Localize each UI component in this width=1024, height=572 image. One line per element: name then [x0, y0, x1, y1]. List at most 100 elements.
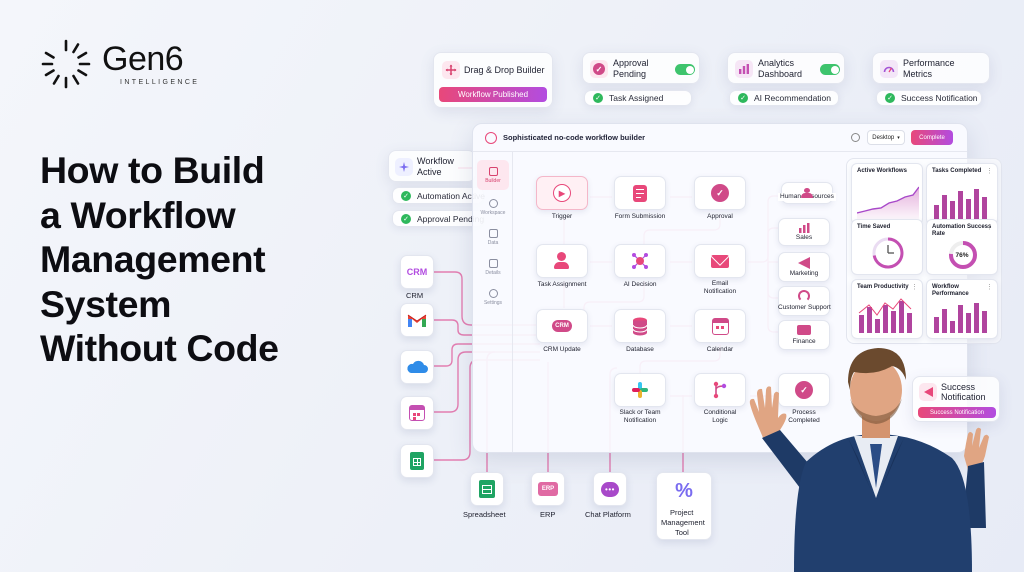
department-label: Marketing — [789, 270, 819, 277]
cloud-storage-app[interactable] — [400, 350, 434, 384]
approval-title-line2: Pending — [613, 69, 647, 79]
approval-title-line1: Approval — [613, 58, 649, 68]
gauge-icon — [880, 60, 898, 78]
headline-line: System — [40, 282, 172, 325]
more-icon[interactable]: ⋮ — [911, 284, 918, 291]
spreadsheet-app[interactable] — [470, 472, 504, 506]
sheets-app[interactable] — [400, 444, 434, 478]
play-icon: ▶ — [553, 184, 571, 202]
node-trigger[interactable]: ▶ Trigger — [536, 176, 588, 221]
node-calendar[interactable]: Calendar — [694, 309, 746, 354]
brand-name: Gen6 — [102, 40, 184, 78]
more-icon[interactable]: ⋮ — [986, 284, 993, 291]
widget-workflow-performance[interactable]: Workflow Performance ⋮ — [926, 279, 998, 339]
analytics-toggle[interactable] — [820, 64, 840, 75]
workflow-published-button[interactable]: Workflow Published — [439, 87, 547, 102]
success-notification-pill: ✓ Success Notification — [876, 90, 982, 106]
more-icon[interactable]: ⋮ — [986, 224, 993, 231]
gmail-app[interactable] — [400, 303, 434, 337]
approval-toggle[interactable] — [675, 64, 695, 75]
node-label-line2: Completed — [788, 417, 820, 424]
check-icon: ✓ — [401, 190, 411, 201]
brand-tagline: INTELLIGENCE — [120, 79, 200, 86]
project-label-line2: Management — [661, 518, 705, 527]
sidebar-item-builder[interactable]: Builder — [477, 160, 509, 190]
donut-chart — [949, 241, 977, 269]
department-human-resources[interactable]: Human Resources — [778, 182, 836, 204]
widget-tasks-completed[interactable]: Tasks Completed ⋮ — [926, 163, 998, 225]
brand-logo: Gen6 INTELLIGENCE — [40, 38, 199, 90]
sidebar-item-workspace[interactable]: Workspace — [477, 192, 509, 222]
complete-button[interactable]: Complete — [911, 130, 953, 145]
workspace-icon — [488, 198, 498, 208]
task-assigned-pill: ✓ Task Assigned — [584, 90, 692, 106]
crm-app[interactable]: CRM — [400, 255, 434, 289]
automation-active-label: Automation Active — [417, 190, 486, 201]
success-notification-button[interactable]: Success Notification — [918, 407, 996, 418]
settings-gear-icon[interactable] — [851, 133, 860, 142]
erp-icon: ERP — [538, 482, 558, 496]
node-crm-update[interactable]: CRM CRM Update — [536, 309, 588, 354]
node-conditional-logic[interactable]: Conditional Logic — [694, 373, 746, 425]
more-icon[interactable]: ⋮ — [986, 168, 993, 175]
node-box: ✓ — [694, 176, 746, 210]
headline-line: Without Code — [40, 327, 279, 369]
sidebar-item-settings[interactable]: Settings — [477, 282, 509, 312]
node-box: CRM — [536, 309, 588, 343]
slack-icon — [632, 382, 648, 398]
node-slack-notification[interactable]: Slack or Team Notification — [614, 373, 666, 425]
node-label-line1: Slack or Team — [619, 409, 661, 416]
widget-team-productivity[interactable]: Team Productivity ⋮ — [851, 279, 923, 339]
bar-chart-icon — [934, 189, 987, 219]
calendar-app[interactable] — [400, 396, 434, 430]
node-database[interactable]: Database — [614, 309, 666, 354]
clock-icon — [872, 237, 904, 269]
erp-app[interactable]: ERP — [531, 472, 565, 506]
node-box — [778, 320, 830, 350]
node-label-line2: Notification — [623, 417, 657, 424]
node-approval[interactable]: ✓ Approval — [694, 176, 746, 221]
department-sales[interactable]: Sales — [778, 218, 830, 246]
node-label: CRM Update — [543, 346, 581, 353]
desktop-select[interactable]: Desktop ▾ — [867, 130, 905, 145]
area-chart-icon — [857, 186, 919, 219]
department-finance[interactable]: Finance — [778, 320, 830, 350]
department-customer-support[interactable]: Customer Support — [778, 286, 831, 316]
analytics-dashboard-card: Analytics Dashboard — [727, 52, 845, 84]
project-management-app[interactable]: % — [656, 472, 712, 540]
department-marketing[interactable]: Marketing — [778, 252, 830, 282]
node-form-submission[interactable]: Form Submission — [614, 176, 666, 221]
node-label: Task Assignment — [537, 281, 587, 288]
sidebar-label: Data — [487, 239, 499, 246]
node-email-notification[interactable]: Email Notification — [694, 244, 746, 296]
widget-title: Workflow Performance — [932, 284, 969, 297]
widget-active-workflows[interactable]: Active Workflows — [851, 163, 923, 225]
headset-icon — [798, 290, 811, 302]
widget-automation-success[interactable]: Automation Success Rate ⋮ 76% — [926, 219, 998, 275]
automation-active-pill: ✓ Automation Active — [392, 187, 486, 204]
sparkle-icon — [395, 158, 413, 176]
chat-icon: ••• — [601, 481, 619, 497]
widget-time-saved[interactable]: Time Saved — [851, 219, 923, 275]
businessman-illustration — [749, 348, 989, 572]
node-process-completed[interactable]: ✓ Process Completed — [778, 373, 830, 425]
performance-title-line1: Performance — [903, 58, 955, 68]
node-box — [614, 309, 666, 343]
sidebar-item-details[interactable]: Details — [477, 252, 509, 282]
task-assigned-label: Task Assigned — [609, 93, 664, 103]
node-label-line1: Process — [792, 409, 816, 416]
node-task-assignment[interactable]: Task Assignment — [536, 244, 588, 289]
check-icon: ✓ — [885, 93, 895, 103]
node-box — [614, 373, 666, 407]
node-ai-decision[interactable]: AI Decision — [614, 244, 666, 289]
success-notification-card: Success Notification Success Notificatio… — [912, 376, 1000, 422]
approval-pending-card: ✓ Approval Pending — [582, 52, 700, 84]
crm-badge-icon: CRM — [552, 320, 572, 332]
node-box — [778, 252, 830, 282]
chat-platform-app[interactable]: ••• — [593, 472, 627, 506]
user-task-icon — [553, 252, 571, 270]
move-icon — [442, 61, 460, 79]
ai-recommendation-pill: ✓ AI Recommendation — [729, 90, 839, 106]
builder-sidebar: Builder Workspace Data Details Settings — [473, 152, 513, 452]
sidebar-item-data[interactable]: Data — [477, 222, 509, 252]
